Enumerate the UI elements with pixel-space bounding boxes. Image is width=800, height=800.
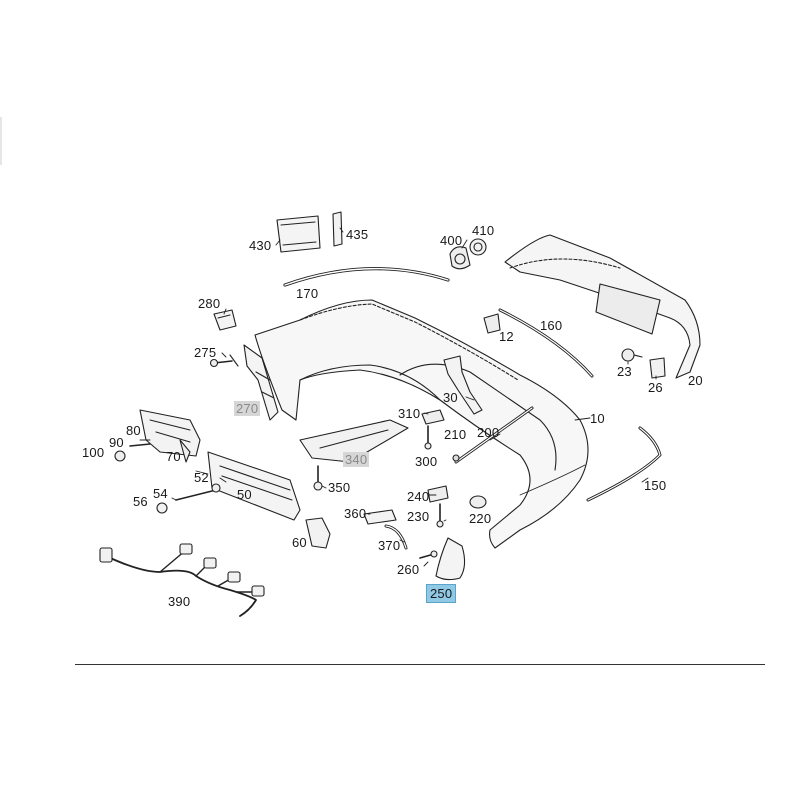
callout-260[interactable]: 260 — [397, 562, 420, 577]
part-410-ring[interactable] — [469, 238, 487, 256]
callout-60[interactable]: 60 — [292, 535, 307, 550]
part-100-nut[interactable] — [114, 450, 126, 462]
callout-54[interactable]: 54 — [153, 486, 168, 501]
part-54-washer[interactable] — [156, 502, 168, 514]
callout-50[interactable]: 50 — [237, 487, 252, 502]
part-350-screw[interactable] — [313, 465, 323, 491]
left-edge-mark — [0, 117, 2, 165]
callout-270[interactable]: 270 — [234, 401, 261, 416]
part-90-bolt[interactable] — [129, 443, 151, 447]
callout-230[interactable]: 230 — [407, 509, 430, 524]
callout-20[interactable]: 20 — [688, 373, 703, 388]
part-210-clip[interactable] — [452, 454, 460, 462]
callout-170[interactable]: 170 — [296, 286, 319, 301]
callout-52[interactable]: 52 — [194, 470, 209, 485]
part-220-grommet[interactable] — [469, 495, 487, 509]
part-150-strip[interactable] — [586, 426, 662, 502]
part-10-bumper-cover[interactable] — [254, 299, 589, 549]
part-52-bolt[interactable] — [175, 483, 221, 501]
part-70-bracket[interactable] — [179, 439, 191, 463]
callout-370[interactable]: 370 — [378, 538, 401, 553]
callout-220[interactable]: 220 — [469, 511, 492, 526]
callout-390[interactable]: 390 — [168, 594, 191, 609]
part-60-bracket[interactable] — [305, 517, 331, 549]
part-12-clip[interactable] — [483, 313, 501, 334]
part-400-sensor[interactable] — [449, 246, 471, 270]
part-280-clip[interactable] — [213, 309, 237, 331]
part-50-rail[interactable] — [207, 451, 301, 521]
callout-400[interactable]: 400 — [440, 233, 463, 248]
part-435-strip[interactable] — [332, 211, 343, 247]
callout-435[interactable]: 435 — [346, 227, 369, 242]
callout-240[interactable]: 240 — [407, 489, 430, 504]
callout-80[interactable]: 80 — [126, 423, 141, 438]
callout-90[interactable]: 90 — [109, 435, 124, 450]
part-390-harness[interactable] — [99, 543, 265, 617]
callout-150[interactable]: 150 — [644, 478, 667, 493]
callout-300[interactable]: 300 — [415, 454, 438, 469]
callout-350[interactable]: 350 — [328, 480, 351, 495]
part-340-panel[interactable] — [299, 419, 409, 463]
part-250-flap[interactable] — [435, 537, 466, 581]
callout-340[interactable]: 340 — [343, 452, 370, 467]
callout-430[interactable]: 430 — [249, 238, 272, 253]
callout-250[interactable]: 250 — [426, 584, 457, 603]
callout-30[interactable]: 30 — [443, 390, 458, 405]
leader-lines — [139, 227, 657, 567]
callout-10[interactable]: 10 — [590, 411, 605, 426]
part-160-strip[interactable] — [498, 308, 594, 378]
part-370-strip[interactable] — [384, 524, 408, 550]
bottom-divider — [75, 664, 765, 665]
callout-310[interactable]: 310 — [398, 406, 421, 421]
callout-280[interactable]: 280 — [198, 296, 221, 311]
callout-56[interactable]: 56 — [133, 494, 148, 509]
part-23-rivet[interactable] — [621, 348, 643, 362]
callout-100[interactable]: 100 — [82, 445, 105, 460]
callout-210[interactable]: 210 — [444, 427, 467, 442]
callout-70[interactable]: 70 — [166, 449, 181, 464]
callout-160[interactable]: 160 — [540, 318, 563, 333]
part-26-nut[interactable] — [649, 357, 666, 379]
part-200-strip[interactable] — [454, 406, 534, 464]
part-275-screw[interactable] — [209, 354, 239, 368]
part-80-holder[interactable] — [139, 409, 201, 457]
part-360-pad[interactable] — [363, 509, 397, 525]
part-310-clip[interactable] — [421, 409, 445, 425]
part-240-clip[interactable] — [427, 485, 449, 503]
callout-26[interactable]: 26 — [648, 380, 663, 395]
callout-360[interactable]: 360 — [344, 506, 367, 521]
part-260-screw[interactable] — [419, 550, 438, 559]
part-430-plate[interactable] — [276, 215, 321, 253]
callout-410[interactable]: 410 — [472, 223, 495, 238]
part-170-trim[interactable] — [283, 267, 450, 287]
callout-12[interactable]: 12 — [499, 329, 514, 344]
part-300-screw[interactable] — [424, 425, 432, 450]
callout-200[interactable]: 200 — [477, 425, 500, 440]
part-230-screw[interactable] — [436, 503, 444, 528]
callout-23[interactable]: 23 — [617, 364, 632, 379]
part-20-diffuser[interactable] — [504, 234, 701, 379]
callout-275[interactable]: 275 — [194, 345, 217, 360]
